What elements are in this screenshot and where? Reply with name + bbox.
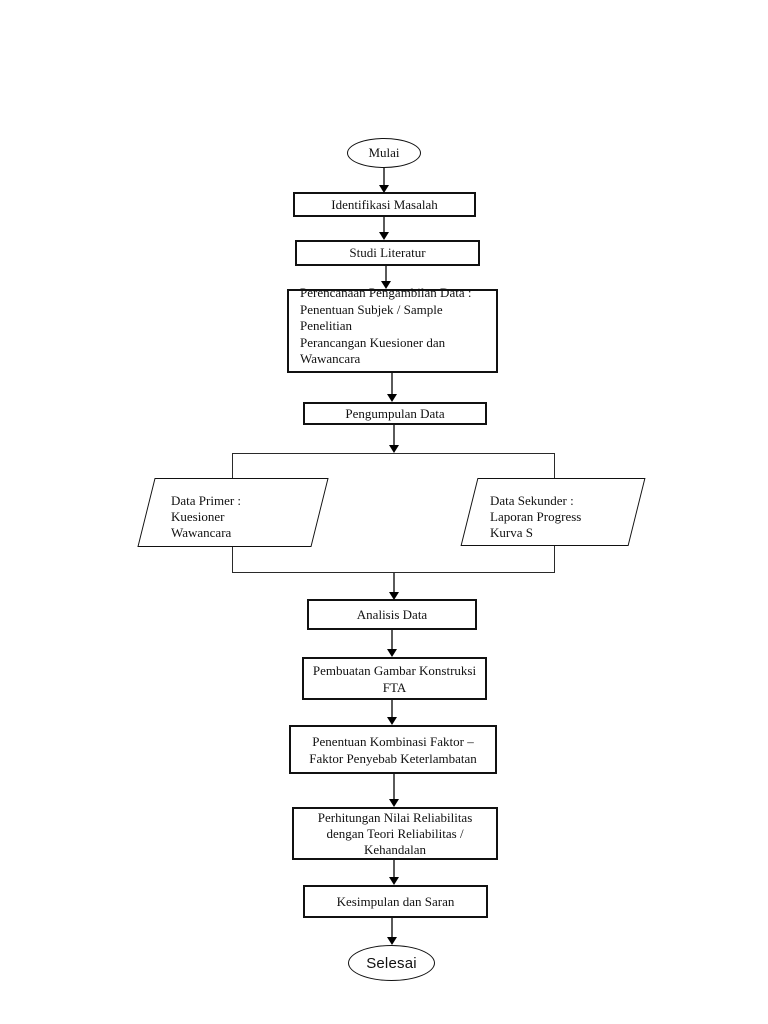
io-data-primer-label: Data Primer : Kuesioner Wawancara — [171, 493, 242, 540]
process-label: Analisis Data — [356, 606, 428, 622]
end-label: Selesai — [366, 954, 417, 972]
start-label: Mulai — [368, 145, 400, 160]
process-pembuatan-gambar-fta: Pembuatan Gambar Konstruksi FTA — [302, 657, 487, 700]
process-analisis-data: Analisis Data — [307, 599, 477, 630]
flow-line — [391, 373, 393, 396]
process-perhitungan-reliabilitas: Perhitungan Nilai Reliabilitas dengan Te… — [292, 807, 498, 860]
arrow-down-icon — [387, 937, 397, 945]
process-studi-literatur: Studi Literatur — [295, 240, 480, 266]
arrow-down-icon — [389, 799, 399, 807]
arrow-down-icon — [387, 649, 397, 657]
process-label: Pengumpulan Data — [345, 405, 445, 421]
process-penentuan-kombinasi-faktor: Penentuan Kombinasi Faktor – Faktor Peny… — [289, 725, 497, 774]
flow-line — [391, 630, 393, 651]
process-label: Kesimpulan dan Saran — [336, 893, 455, 909]
flow-line — [391, 700, 393, 719]
flow-line — [383, 168, 385, 186]
flow-line — [391, 918, 393, 939]
flow-line — [393, 774, 395, 801]
arrow-down-icon — [387, 394, 397, 402]
flow-line — [383, 217, 385, 234]
process-pengumpulan-data: Pengumpulan Data — [303, 402, 487, 425]
flow-line — [393, 425, 395, 447]
arrow-down-icon — [379, 232, 389, 240]
io-data-sekunder-label: Data Sekunder : Laporan Progress Kurva S — [490, 493, 582, 540]
process-kesimpulan-dan-saran: Kesimpulan dan Saran — [303, 885, 488, 918]
process-identifikasi-masalah: Identifikasi Masalah — [293, 192, 476, 217]
arrow-down-icon — [389, 445, 399, 453]
arrow-down-icon — [379, 185, 389, 193]
end-terminator: Selesai — [348, 945, 435, 981]
process-label: Identifikasi Masalah — [331, 196, 438, 212]
process-label: Studi Literatur — [349, 245, 426, 260]
arrow-down-icon — [389, 592, 399, 600]
flow-line — [393, 573, 395, 594]
flow-line — [385, 266, 387, 283]
start-terminator: Mulai — [347, 138, 421, 168]
process-label-block: Perencanaan Pengambilan Data : Penentuan… — [300, 285, 472, 366]
flow-line — [393, 860, 395, 879]
arrow-down-icon — [381, 281, 391, 289]
arrow-down-icon — [387, 717, 397, 725]
process-perencanaan-pengambilan-data: Perencanaan Pengambilan Data : Penentuan… — [287, 285, 498, 373]
arrow-down-icon — [389, 877, 399, 885]
